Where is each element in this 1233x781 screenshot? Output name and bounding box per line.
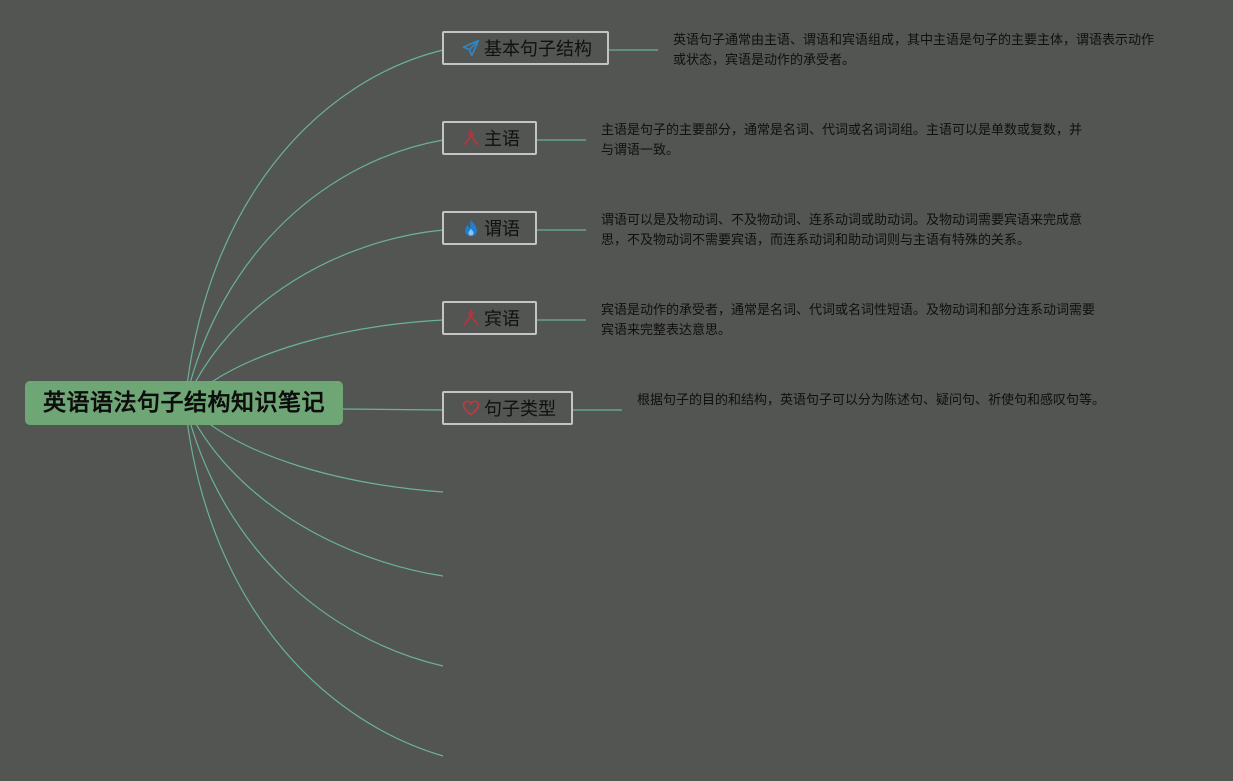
topic-note: 英语句子通常由主语、谓语和宾语组成，其中主语是句子的主要主体，谓语表示动作或状态…	[673, 33, 1155, 68]
topic-subject[interactable]: 主语	[442, 121, 537, 155]
flame-icon	[460, 217, 482, 239]
topic-note: 谓语可以是及物动词、不及物动词、连系动词或助动词。及物动词需要宾语来完成意思，不…	[601, 213, 1083, 248]
topic-note: 主语是句子的主要部分，通常是名词、代词或名词词组。主语可以是单数或复数，并与谓语…	[601, 123, 1083, 158]
swords-icon	[460, 127, 482, 149]
connector-empty-2	[184, 402, 444, 577]
connector-empty-3	[184, 402, 444, 667]
topic-label: 谓语	[484, 219, 520, 240]
topic-object[interactable]: 宾语	[442, 301, 537, 335]
connector-to-sentence-types	[342, 408, 444, 411]
connector-to-basic-structure	[184, 49, 444, 404]
topic-label: 基本句子结构	[484, 39, 592, 60]
topic-note: 宾语是动作的承受者，通常是名词、代词或名词性短语。及物动词和部分连系动词需要宾语…	[601, 303, 1096, 338]
topic-predicate[interactable]: 谓语	[442, 211, 537, 245]
heart-icon	[460, 397, 482, 419]
topic-label: 主语	[484, 129, 520, 150]
topic-note: 根据句子的目的和结构，英语句子可以分为陈述句、疑问句、祈使句和感叹句等。	[637, 393, 1106, 408]
root-topic[interactable]: 英语语法句子结构知识笔记	[25, 381, 343, 425]
connector-to-subject	[184, 139, 444, 404]
topic-label: 句子类型	[484, 399, 556, 420]
topic-basic-structure[interactable]: 基本句子结构	[442, 31, 609, 65]
topic-sentence-types[interactable]: 句子类型	[442, 391, 573, 425]
paper-plane-icon	[460, 37, 482, 59]
connector-empty-4	[184, 402, 444, 757]
swords-icon	[460, 307, 482, 329]
topic-label: 宾语	[484, 309, 520, 330]
connector-to-predicate	[184, 229, 444, 404]
